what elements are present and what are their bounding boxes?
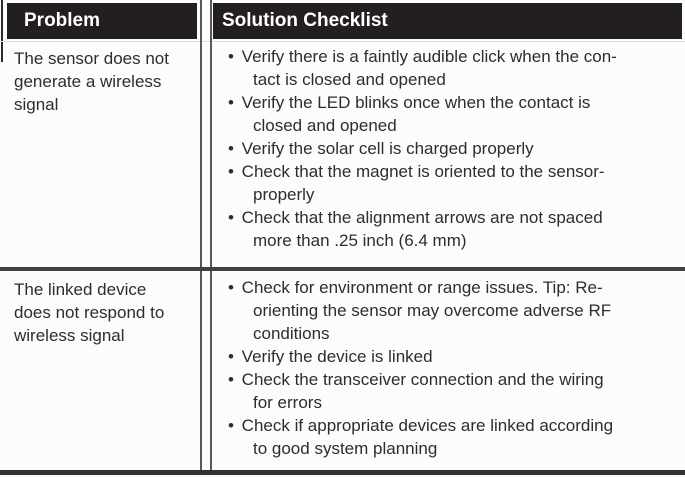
table-bottom-border xyxy=(0,470,685,475)
problem-text-line: wireless signal xyxy=(14,326,125,345)
solution-line-first: • Check if appropriate devices are linke… xyxy=(228,416,614,435)
table-row: The sensor does not generate a wireless si… xyxy=(0,40,685,267)
row-divider xyxy=(0,267,685,271)
solution-bullet-item: • Check if appropriate devices are linke… xyxy=(228,414,680,460)
solution-bullet-item: • Verify the solar cell is charged prope… xyxy=(228,137,680,160)
solution-line-first: • Check for environment or range issues.… xyxy=(228,278,603,297)
solution-line-continuation: properly xyxy=(253,185,315,204)
bullet-icon: • xyxy=(228,370,234,389)
solution-line-continuation: conditions xyxy=(253,324,330,343)
solution-line-continuation: for errors xyxy=(253,393,322,412)
problem-cell: The sensor does not generate a wireless si… xyxy=(14,47,196,116)
bullet-icon: • xyxy=(228,162,234,181)
bullet-icon: • xyxy=(228,208,234,227)
solution-bullet-item: • Verify the device is linked xyxy=(228,345,680,368)
problem-cell: The linked device does not respond to wire… xyxy=(14,278,196,347)
bullet-icon: • xyxy=(228,93,234,112)
header-underline xyxy=(0,41,685,42)
solution-line-continuation: to good system planning xyxy=(253,439,438,458)
problem-text-line: The sensor does not xyxy=(14,49,169,68)
column-divider-line-2 xyxy=(210,0,212,470)
bullet-icon: • xyxy=(228,347,234,366)
solution-bullet-item: • Verify the LED blinks once when the co… xyxy=(228,91,680,137)
problem-text-line: generate a wireless xyxy=(14,72,162,91)
solution-line-first: • Check the transceiver connection and t… xyxy=(228,370,604,389)
problem-text-line: The linked device xyxy=(14,280,147,299)
solution-line-first: • Verify the device is linked xyxy=(228,347,433,366)
solution-bullet-item: • Verify there is a faintly audible clic… xyxy=(228,45,680,91)
solution-line-first: • Check that the magnet is oriented to t… xyxy=(228,162,605,181)
problem-text-line: does not respond to xyxy=(14,303,165,322)
solution-bullet-item: • Check that the alignment arrows are no… xyxy=(228,206,680,252)
column-divider-line-1 xyxy=(200,0,202,470)
solution-line-continuation: closed and opened xyxy=(253,116,397,135)
bullet-icon: • xyxy=(228,47,234,66)
bullet-icon: • xyxy=(228,416,234,435)
solution-line-continuation: tact is closed and opened xyxy=(253,70,446,89)
solution-bullet-item: • Check for environment or range issues.… xyxy=(228,276,680,345)
solution-line-first: • Verify the LED blinks once when the co… xyxy=(228,93,591,112)
bullet-icon: • xyxy=(228,278,234,297)
solution-bullet-item: • Check that the magnet is oriented to t… xyxy=(228,160,680,206)
solution-line-first: • Check that the alignment arrows are no… xyxy=(228,208,603,227)
table-left-border xyxy=(1,0,3,62)
column-header-problem: Problem xyxy=(7,3,197,39)
problem-text-line: signal xyxy=(14,95,59,114)
solution-line-first: • Verify the solar cell is charged prope… xyxy=(228,139,534,158)
solution-line-continuation: orienting the sensor may overcome advers… xyxy=(253,301,612,320)
solution-line-continuation: more than .25 inch (6.4 mm) xyxy=(253,231,467,250)
solution-cell: • Verify there is a faintly audible clic… xyxy=(228,45,680,252)
solution-line-first: • Verify there is a faintly audible clic… xyxy=(228,47,617,66)
bullet-icon: • xyxy=(228,139,234,158)
solution-cell: • Check for environment or range issues.… xyxy=(228,276,680,460)
solution-bullet-item: • Check the transceiver connection and t… xyxy=(228,368,680,414)
column-header-solution-checklist: Solution Checklist xyxy=(213,3,682,39)
table-row: The linked device does not respond to wire… xyxy=(0,271,685,470)
